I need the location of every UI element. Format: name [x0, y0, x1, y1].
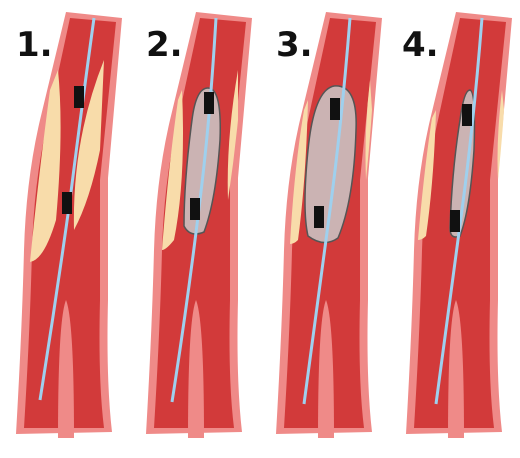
step-number-1: 1. [16, 25, 53, 65]
marker-band-upper [462, 104, 472, 126]
balloon [183, 87, 221, 235]
artery-step-1 [16, 12, 122, 438]
guidewire [302, 17, 352, 405]
plaque [418, 90, 504, 240]
guidewire [434, 17, 484, 405]
marker-band-lower [314, 206, 324, 228]
bifurcation-gap [58, 300, 74, 438]
marker-band-lower [450, 210, 460, 232]
bifurcation-gap [448, 300, 464, 438]
bifurcation-gap [318, 300, 334, 438]
artery-step-3 [276, 12, 382, 438]
bifurcation-gap [188, 300, 204, 438]
marker-band-upper [74, 86, 84, 108]
marker-band-upper [330, 98, 340, 120]
marker-band-lower [62, 192, 72, 214]
balloon [304, 85, 357, 244]
marker-band-upper [204, 92, 214, 114]
marker-band-lower [190, 198, 200, 220]
step-number-3: 3. [276, 25, 313, 65]
plaque [30, 60, 104, 262]
plaque [162, 70, 238, 250]
balloon [449, 89, 476, 238]
artery-step-2 [146, 12, 252, 438]
artery-step-4 [406, 12, 512, 438]
step-number-4: 4. [402, 25, 439, 65]
step-number-2: 2. [146, 25, 183, 65]
plaque [290, 80, 372, 244]
